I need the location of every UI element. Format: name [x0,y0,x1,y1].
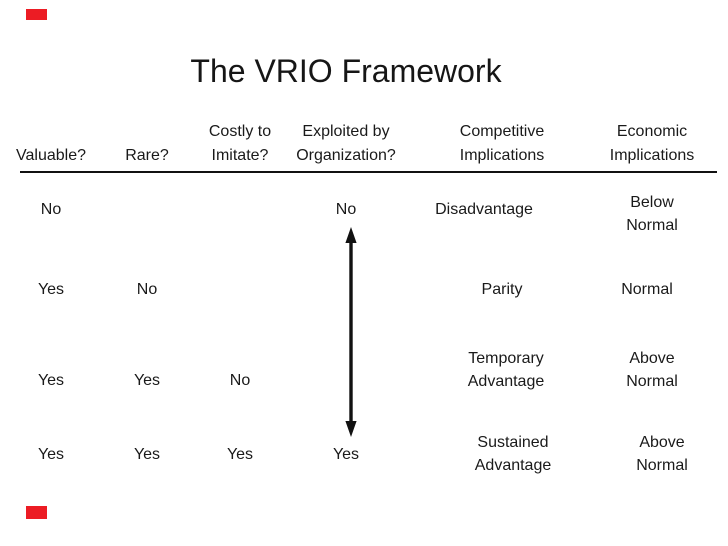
slide-title: The VRIO Framework [190,53,502,89]
cell-r2-competitive: Parity [481,281,523,298]
cell-r1-economic: Below Normal [626,191,678,237]
cell-r3-valuable: Yes [37,372,65,389]
vertical-double-arrow-icon [343,227,359,437]
cell-r3-economic: Above Normal [626,347,678,393]
cell-r1-exploited: No [335,201,357,218]
cell-r2-valuable: Yes [37,281,65,298]
cell-line: Normal [636,457,688,474]
cell-r3-rare: Yes [133,372,161,389]
header-line: Economic [616,123,688,140]
header-line: Imitate? [211,147,269,164]
cell-r4-valuable: Yes [37,446,65,463]
header-competitive-implications: Competitive Implications [460,120,544,168]
header-divider-line [20,171,717,173]
header-line: Organization? [296,147,396,164]
cell-r2-rare: No [136,281,158,298]
cell-line: Below [630,194,674,211]
cell-r4-economic: Above Normal [636,431,688,477]
cell-line: Above [639,434,685,451]
cell-line: Above [629,350,675,367]
red-accent-mark-top [26,9,47,20]
header-line: Implications [459,147,545,164]
header-rare: Rare? [125,147,169,164]
cell-r3-competitive: Temporary Advantage [468,347,545,393]
cell-r4-exploited: Yes [332,446,360,463]
header-valuable: Valuable? [16,147,86,164]
header-economic-implications: Economic Implications [610,120,694,168]
cell-r4-rare: Yes [133,446,161,463]
cell-line: Advantage [467,373,545,390]
cell-r2-economic: Normal [621,281,673,298]
cell-line: Normal [626,373,678,390]
header-line: Implications [609,147,695,164]
cell-r1-competitive: Disadvantage [435,201,533,218]
cell-r4-costly: Yes [226,446,254,463]
header-line: Exploited by [302,123,390,140]
header-line: Competitive [459,123,545,140]
cell-r1-valuable: No [40,201,62,218]
cell-r3-costly: No [229,372,251,389]
cell-line: Advantage [474,457,552,474]
cell-r4-competitive: Sustained Advantage [475,431,552,477]
cell-line: Normal [626,217,678,234]
header-costly-to-imitate: Costly to Imitate? [209,120,271,168]
header-exploited-by-organization: Exploited by Organization? [296,120,396,168]
red-accent-mark-bottom [26,506,47,519]
cell-line: Temporary [468,350,544,367]
cell-line: Sustained [477,434,549,451]
header-line: Costly to [208,123,272,140]
